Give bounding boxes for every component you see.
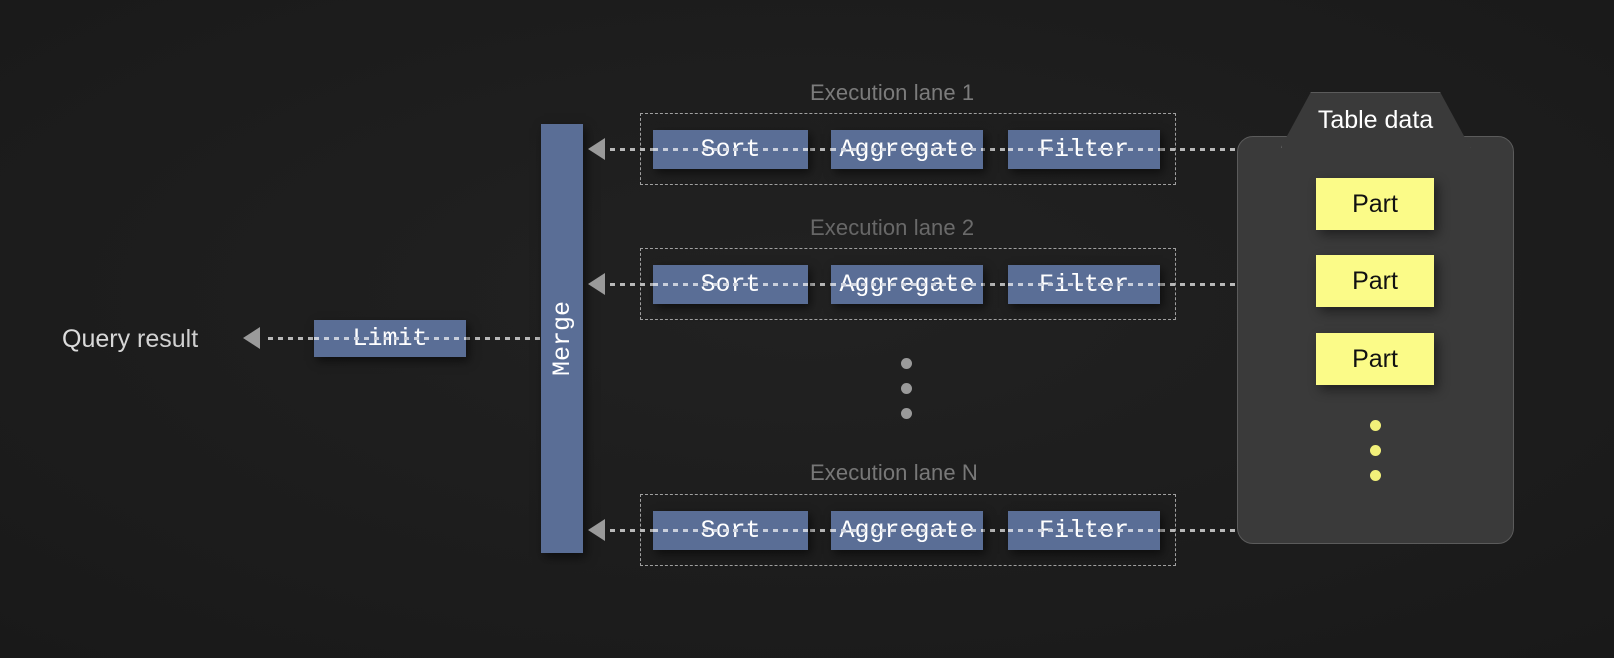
ellipsis-dot: [1370, 470, 1381, 481]
ellipsis-dot: [1370, 445, 1381, 456]
lane-ellipsis: [901, 358, 912, 419]
connector-through-filter-lane-1: [1008, 148, 1160, 151]
part-block-1[interactable]: Part: [1316, 178, 1434, 230]
table-data-container: Table data Part Part Part: [1237, 92, 1514, 544]
connector-merge-to-limit: [455, 337, 545, 340]
query-result-label: Query result: [62, 325, 199, 353]
table-data-tab: Table data: [1280, 92, 1471, 148]
connector-through-sort-lane-1: [653, 148, 808, 151]
part-block-2[interactable]: Part: [1316, 255, 1434, 307]
connector-through-aggregate-lane-2: [831, 283, 983, 286]
execution-lane-1-label: Execution lane 1: [810, 80, 975, 105]
merge-label: Merge: [547, 300, 577, 377]
connector-through-filter-lane-2: [1008, 283, 1160, 286]
ellipsis-dot: [1370, 420, 1381, 431]
arrow-left-icon-lane-2: [588, 273, 605, 295]
connector-through-sort-lane-2: [653, 283, 808, 286]
execution-lane-2-label: Execution lane 2: [810, 215, 975, 240]
connector-through-limit: [314, 337, 466, 340]
connector-through-aggregate-lane-1: [831, 148, 983, 151]
table-data-title: Table data: [1317, 106, 1434, 134]
part-block-3[interactable]: Part: [1316, 333, 1434, 385]
connector-through-aggregate-lane-n: [831, 529, 983, 532]
arrow-left-icon-query-result: [243, 327, 260, 349]
table-data-ellipsis: [1370, 420, 1381, 481]
execution-lane-n-label: Execution lane N: [810, 460, 978, 485]
ellipsis-dot: [901, 408, 912, 419]
connector-through-sort-lane-n: [653, 529, 808, 532]
ellipsis-dot: [901, 358, 912, 369]
arrow-left-icon-lane-n: [588, 519, 605, 541]
connector-through-filter-lane-n: [1008, 529, 1160, 532]
merge-bar[interactable]: Merge: [541, 124, 583, 553]
ellipsis-dot: [901, 383, 912, 394]
arrow-left-icon-lane-1: [588, 138, 605, 160]
